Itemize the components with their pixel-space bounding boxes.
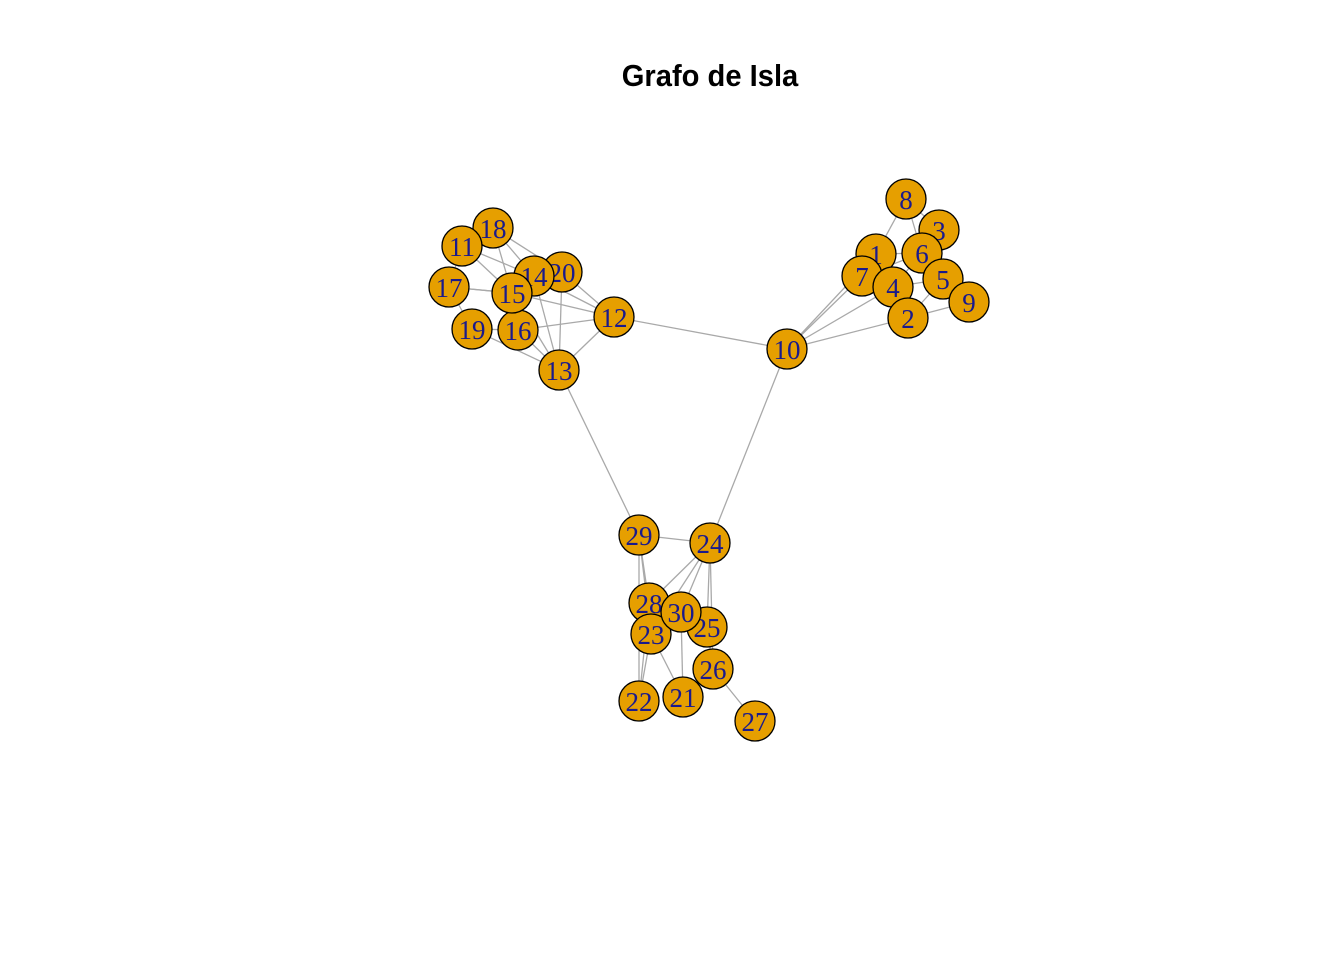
node-26: 26 <box>692 648 734 690</box>
edge-10-2 <box>786 317 909 350</box>
node-label-6: 6 <box>915 239 929 269</box>
node-2: 2 <box>887 297 929 339</box>
node-label-18: 18 <box>480 214 507 244</box>
node-label-21: 21 <box>670 683 697 713</box>
node-label-8: 8 <box>899 185 913 215</box>
node-label-19: 19 <box>459 315 486 345</box>
node-circle-30 <box>660 591 702 633</box>
node-circle-8 <box>885 178 927 220</box>
node-circle-22 <box>618 680 660 722</box>
node-circle-9 <box>948 281 990 323</box>
node-circle-15 <box>491 272 533 314</box>
node-21: 21 <box>662 676 704 718</box>
edge-10-24 <box>709 348 788 544</box>
node-7: 7 <box>841 255 883 297</box>
node-circle-10 <box>766 328 808 370</box>
node-label-27: 27 <box>742 707 769 737</box>
node-circle-13 <box>538 349 580 391</box>
node-30: 30 <box>660 591 702 633</box>
node-24: 24 <box>689 522 731 564</box>
node-label-17: 17 <box>436 273 463 303</box>
node-circle-21 <box>662 676 704 718</box>
node-circle-24 <box>689 522 731 564</box>
node-11: 11 <box>441 225 483 267</box>
node-13: 13 <box>538 349 580 391</box>
node-circle-2 <box>887 297 929 339</box>
node-circle-23 <box>630 613 672 655</box>
node-label-5: 5 <box>936 265 950 295</box>
node-label-24: 24 <box>697 529 725 559</box>
node-27: 27 <box>734 700 776 742</box>
node-8: 8 <box>885 178 927 220</box>
node-circle-19 <box>451 308 493 350</box>
node-label-12: 12 <box>601 303 628 333</box>
node-label-7: 7 <box>855 262 869 292</box>
edge-13-29 <box>558 369 640 536</box>
graph-title: Grafo de Isla <box>621 58 799 93</box>
node-label-30: 30 <box>668 598 695 628</box>
node-label-15: 15 <box>499 279 526 309</box>
node-12: 12 <box>593 296 635 338</box>
node-29: 29 <box>618 514 660 556</box>
node-circle-27 <box>734 700 776 742</box>
node-label-13: 13 <box>546 356 573 386</box>
edge-10-12 <box>613 316 788 350</box>
node-circle-26 <box>692 648 734 690</box>
node-label-16: 16 <box>505 316 532 346</box>
node-23: 23 <box>630 613 672 655</box>
node-18: 18 <box>472 207 514 249</box>
node-circle-12 <box>593 296 635 338</box>
node-label-9: 9 <box>962 288 976 318</box>
node-10: 10 <box>766 328 808 370</box>
node-circle-18 <box>472 207 514 249</box>
node-circle-29 <box>618 514 660 556</box>
node-19: 19 <box>451 308 493 350</box>
node-label-23: 23 <box>638 620 665 650</box>
node-label-22: 22 <box>626 687 653 717</box>
node-17: 17 <box>428 266 470 308</box>
node-22: 22 <box>618 680 660 722</box>
node-label-11: 11 <box>449 232 475 262</box>
node-circle-11 <box>441 225 483 267</box>
node-label-29: 29 <box>626 521 653 551</box>
node-9: 9 <box>948 281 990 323</box>
node-circle-17 <box>428 266 470 308</box>
node-15: 15 <box>491 272 533 314</box>
edge-24-26 <box>709 542 714 670</box>
node-16: 16 <box>497 309 539 351</box>
node-label-26: 26 <box>700 655 727 685</box>
node-label-2: 2 <box>901 304 915 334</box>
node-label-4: 4 <box>886 273 900 303</box>
node-label-10: 10 <box>774 335 801 365</box>
